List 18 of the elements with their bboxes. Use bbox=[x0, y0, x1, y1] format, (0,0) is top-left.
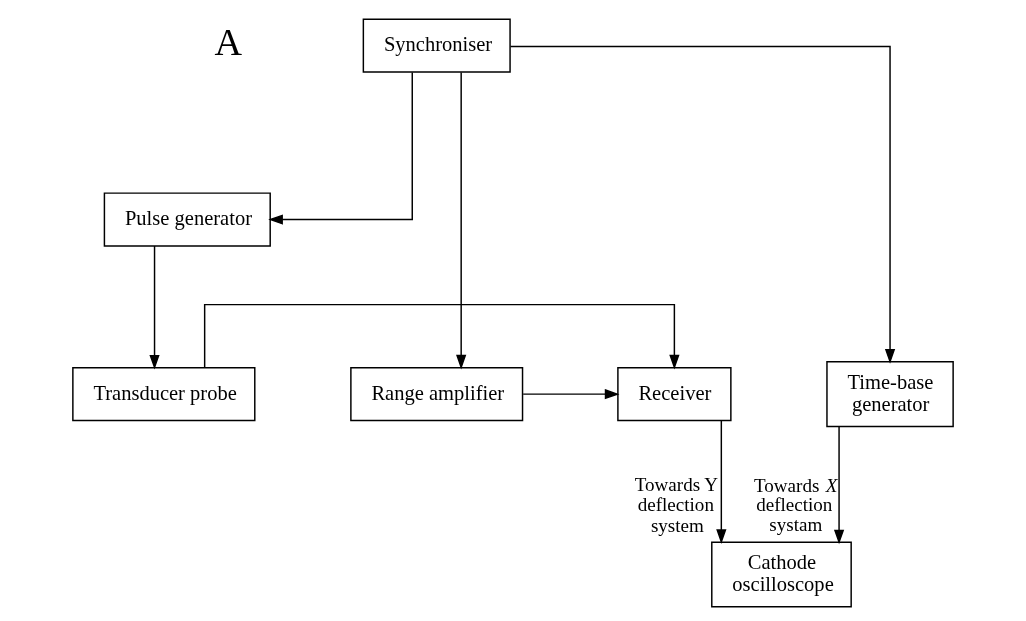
arrow bbox=[149, 245, 160, 370]
arrow bbox=[509, 45, 896, 364]
node-box: Synchroniser bbox=[362, 18, 511, 73]
node-box: Transducer probe bbox=[72, 367, 256, 422]
edge-label: Towards Y deflection system bbox=[634, 473, 718, 536]
arrow bbox=[716, 420, 727, 544]
arrow bbox=[456, 71, 467, 370]
arrow bbox=[522, 389, 620, 400]
label: A bbox=[214, 20, 242, 63]
node-box: Pulse generator bbox=[103, 192, 271, 247]
arrow bbox=[203, 303, 680, 370]
arrow bbox=[833, 426, 845, 545]
node-box: Receiver bbox=[617, 367, 732, 422]
edge-label: Towards X deflection systam bbox=[753, 475, 838, 535]
node-box: Cathode oscilloscope bbox=[711, 541, 852, 608]
arrow bbox=[268, 71, 413, 225]
node-box: Time-base generator bbox=[826, 361, 954, 428]
node-box: Range amplifier bbox=[350, 367, 524, 422]
